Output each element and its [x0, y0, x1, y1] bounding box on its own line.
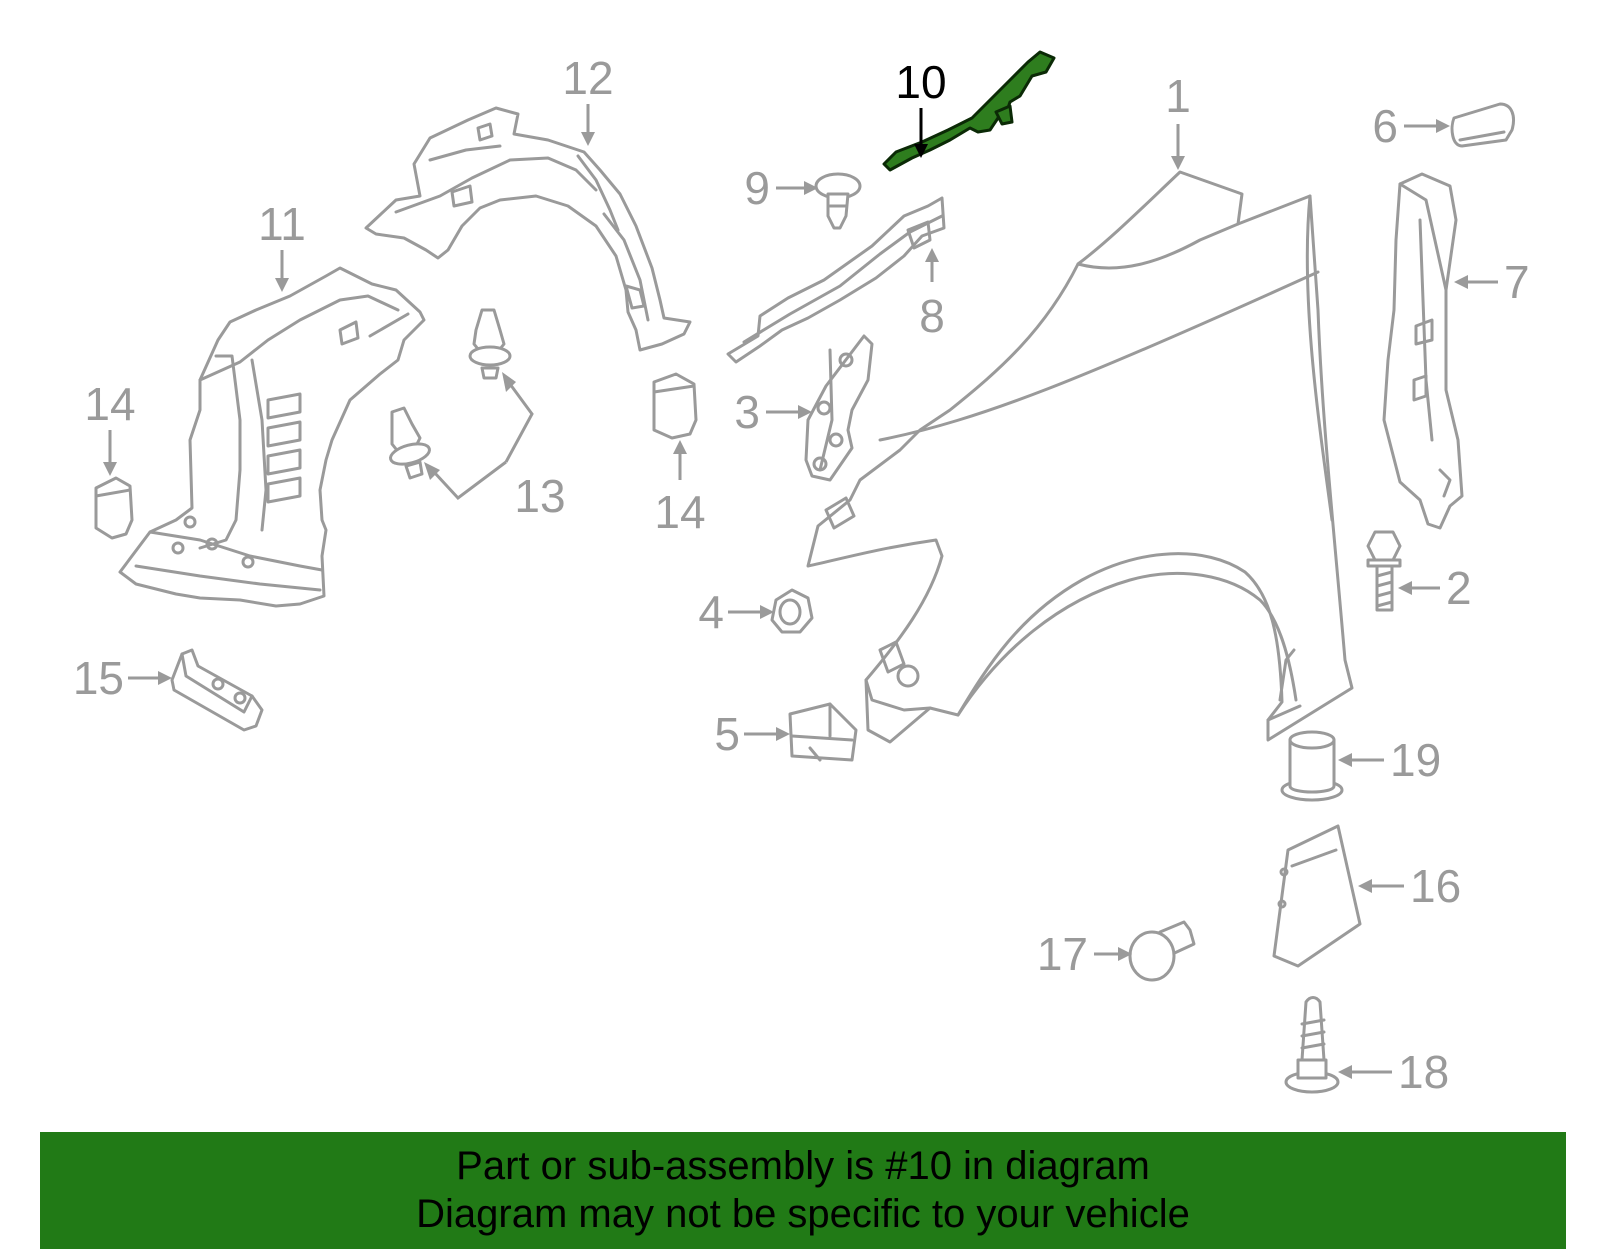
callout-11[interactable]: 11 — [258, 198, 306, 250]
part-11-fender-liner-front[interactable] — [118, 266, 426, 608]
callout-14-mid[interactable]: 14 — [654, 486, 705, 538]
info-banner: Part or sub-assembly is #10 in diagram D… — [40, 1132, 1566, 1249]
part-17-clip[interactable] — [1128, 920, 1196, 982]
part-5-seal[interactable] — [788, 702, 858, 762]
leader-lines — [103, 104, 1498, 1079]
callout-17[interactable]: 17 — [1037, 928, 1088, 980]
banner-line-1: Part or sub-assembly is #10 in diagram — [456, 1144, 1150, 1188]
callout-3[interactable]: 3 — [734, 386, 760, 438]
part-7-protector[interactable] — [1382, 172, 1464, 530]
callout-1[interactable]: 1 — [1165, 70, 1191, 122]
callout-8[interactable]: 8 — [919, 290, 945, 342]
part-4-grommet[interactable] — [770, 588, 814, 634]
part-1-fender[interactable] — [806, 170, 1354, 744]
part-8-support[interactable] — [726, 196, 946, 364]
callout-13[interactable]: 13 — [514, 470, 565, 522]
part-14-block-mid[interactable] — [652, 372, 698, 440]
part-10-fender-seal[interactable] — [882, 50, 1056, 172]
part-3-bracket[interactable] — [804, 334, 874, 482]
callout-7[interactable]: 7 — [1504, 256, 1530, 308]
callout-16[interactable]: 16 — [1410, 860, 1461, 912]
callout-12[interactable]: 12 — [562, 52, 613, 104]
part-6-cap[interactable] — [1450, 102, 1515, 148]
callout-14-left[interactable]: 14 — [84, 378, 135, 430]
leader-line-10 — [914, 108, 928, 158]
callout-5[interactable]: 5 — [714, 708, 740, 760]
callout-9[interactable]: 9 — [744, 162, 770, 214]
part-19-spacer[interactable] — [1280, 730, 1344, 802]
part-9-clip[interactable] — [814, 172, 862, 230]
callout-18[interactable]: 18 — [1398, 1046, 1449, 1098]
callout-15[interactable]: 15 — [73, 652, 124, 704]
part-16-mud-flap[interactable] — [1272, 824, 1362, 968]
part-12-fender-liner-rear[interactable] — [364, 106, 692, 352]
part-14-block-left[interactable] — [94, 476, 134, 540]
part-15-bracket[interactable] — [170, 648, 264, 732]
part-13-clips[interactable] — [388, 308, 512, 480]
callout-10[interactable]: 10 — [895, 56, 946, 108]
callout-6[interactable]: 6 — [1372, 100, 1398, 152]
callout-4[interactable]: 4 — [698, 586, 724, 638]
callout-19[interactable]: 19 — [1390, 734, 1441, 786]
banner-line-2: Diagram may not be specific to your vehi… — [416, 1192, 1190, 1236]
part-2-bolt[interactable] — [1366, 530, 1402, 612]
callout-2[interactable]: 2 — [1446, 562, 1472, 614]
part-18-screw[interactable] — [1284, 996, 1340, 1094]
callout-labels: 1 2 3 4 5 6 7 8 9 10 11 12 13 14 14 15 1… — [73, 52, 1530, 1098]
